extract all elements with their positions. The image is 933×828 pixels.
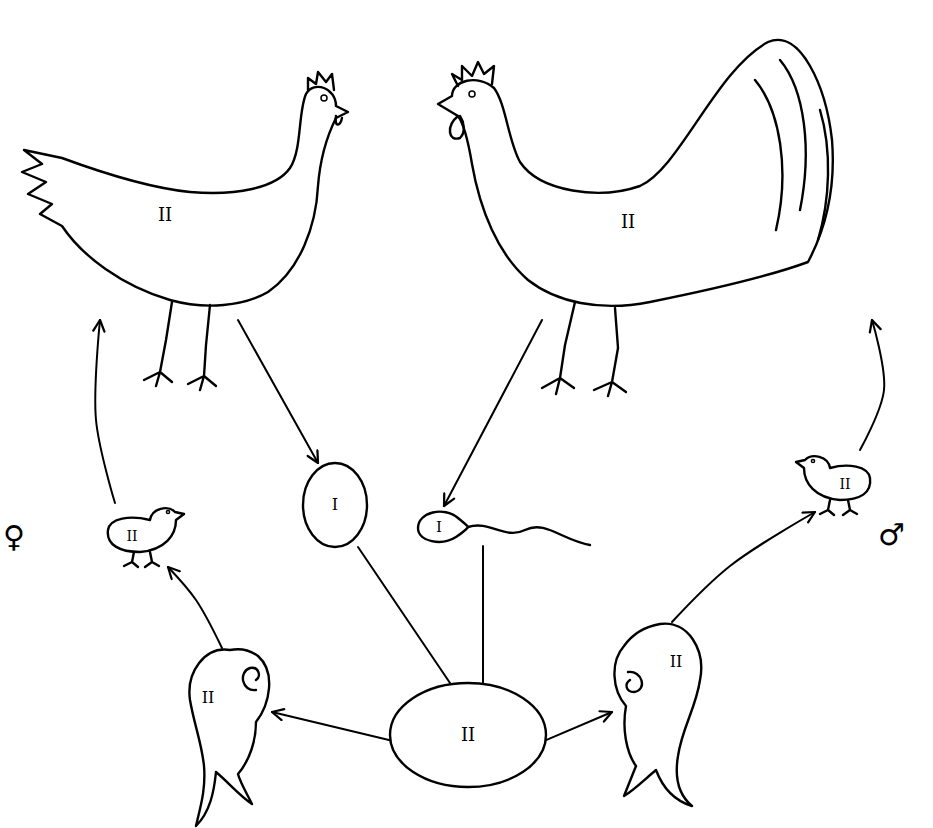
outline-stroke [452, 62, 494, 86]
life-cycle-arrow [482, 546, 484, 683]
sperm-cell-outline [415, 506, 490, 546]
outline-stroke [438, 40, 833, 306]
female-embryo: II [188, 648, 272, 745]
life-cycle-arrow [95, 320, 115, 503]
female-symbol: ♀ [3, 522, 25, 552]
outline-stroke [796, 456, 870, 500]
ploidy-number: II [621, 212, 635, 232]
outline-stroke [820, 500, 834, 515]
outline-stroke [22, 87, 348, 306]
ploidy-number: II [202, 689, 215, 707]
outline-stroke [188, 305, 216, 390]
outline-stroke [308, 72, 334, 90]
outline-stroke [189, 649, 269, 826]
male-chick-outline [795, 450, 875, 512]
life-cycle-arrow [672, 512, 815, 622]
hen-figure: II [15, 18, 350, 320]
outline-stroke [336, 116, 342, 125]
life-cycle-arrow [168, 567, 222, 648]
outline-stroke [108, 508, 184, 552]
ploidy-number: II [670, 653, 683, 671]
outline-stroke [145, 552, 159, 567]
outline-stroke [542, 302, 575, 394]
rooster-figure-outline [420, 18, 885, 320]
outline-stroke [144, 302, 172, 386]
ploidy-number: II [461, 725, 475, 745]
outline-stroke [468, 525, 590, 545]
male-symbol: ♂ [878, 520, 905, 550]
rooster-figure: II [420, 18, 885, 320]
outline-stroke [818, 110, 828, 240]
outline-stroke [418, 512, 468, 542]
female-chick: II [105, 503, 187, 567]
outline-stroke [780, 60, 806, 210]
life-cycle-arrow [546, 712, 612, 740]
ploidy-number: II [158, 205, 172, 225]
male-embryo: II [612, 622, 702, 730]
outline-stroke [843, 500, 857, 515]
outline-stroke [594, 308, 626, 396]
eye-mark [811, 459, 814, 462]
life-cycle-arrow [444, 320, 542, 506]
outline-stroke [390, 683, 546, 787]
life-cycle-arrow [238, 320, 318, 463]
egg-cell: I [303, 463, 367, 547]
outline-stroke [303, 463, 367, 547]
outline-stroke [614, 624, 701, 806]
life-cycle-arrow [272, 712, 390, 740]
male-embryo-outline [612, 622, 702, 730]
sperm-cell: I [415, 506, 490, 546]
ploidy-number: II [126, 529, 137, 544]
eye-mark [469, 91, 475, 97]
eye-mark [321, 95, 327, 101]
outline-stroke [450, 116, 464, 139]
life-cycle-arrow [860, 320, 884, 450]
hen-figure-outline [15, 18, 350, 320]
ploidy-number: I [332, 496, 338, 514]
zygote-egg: II [390, 683, 546, 787]
outline-stroke [124, 552, 138, 567]
life-cycle-arrow [358, 547, 450, 683]
eye-mark [166, 510, 169, 513]
ploidy-number: II [839, 477, 850, 492]
outline-stroke [627, 672, 642, 692]
female-chick-outline [105, 503, 187, 567]
female-embryo-outline [188, 648, 272, 745]
outline-stroke [243, 668, 259, 690]
male-chick: II [795, 450, 875, 512]
outline-stroke [755, 80, 782, 230]
ploidy-number: I [436, 519, 442, 536]
